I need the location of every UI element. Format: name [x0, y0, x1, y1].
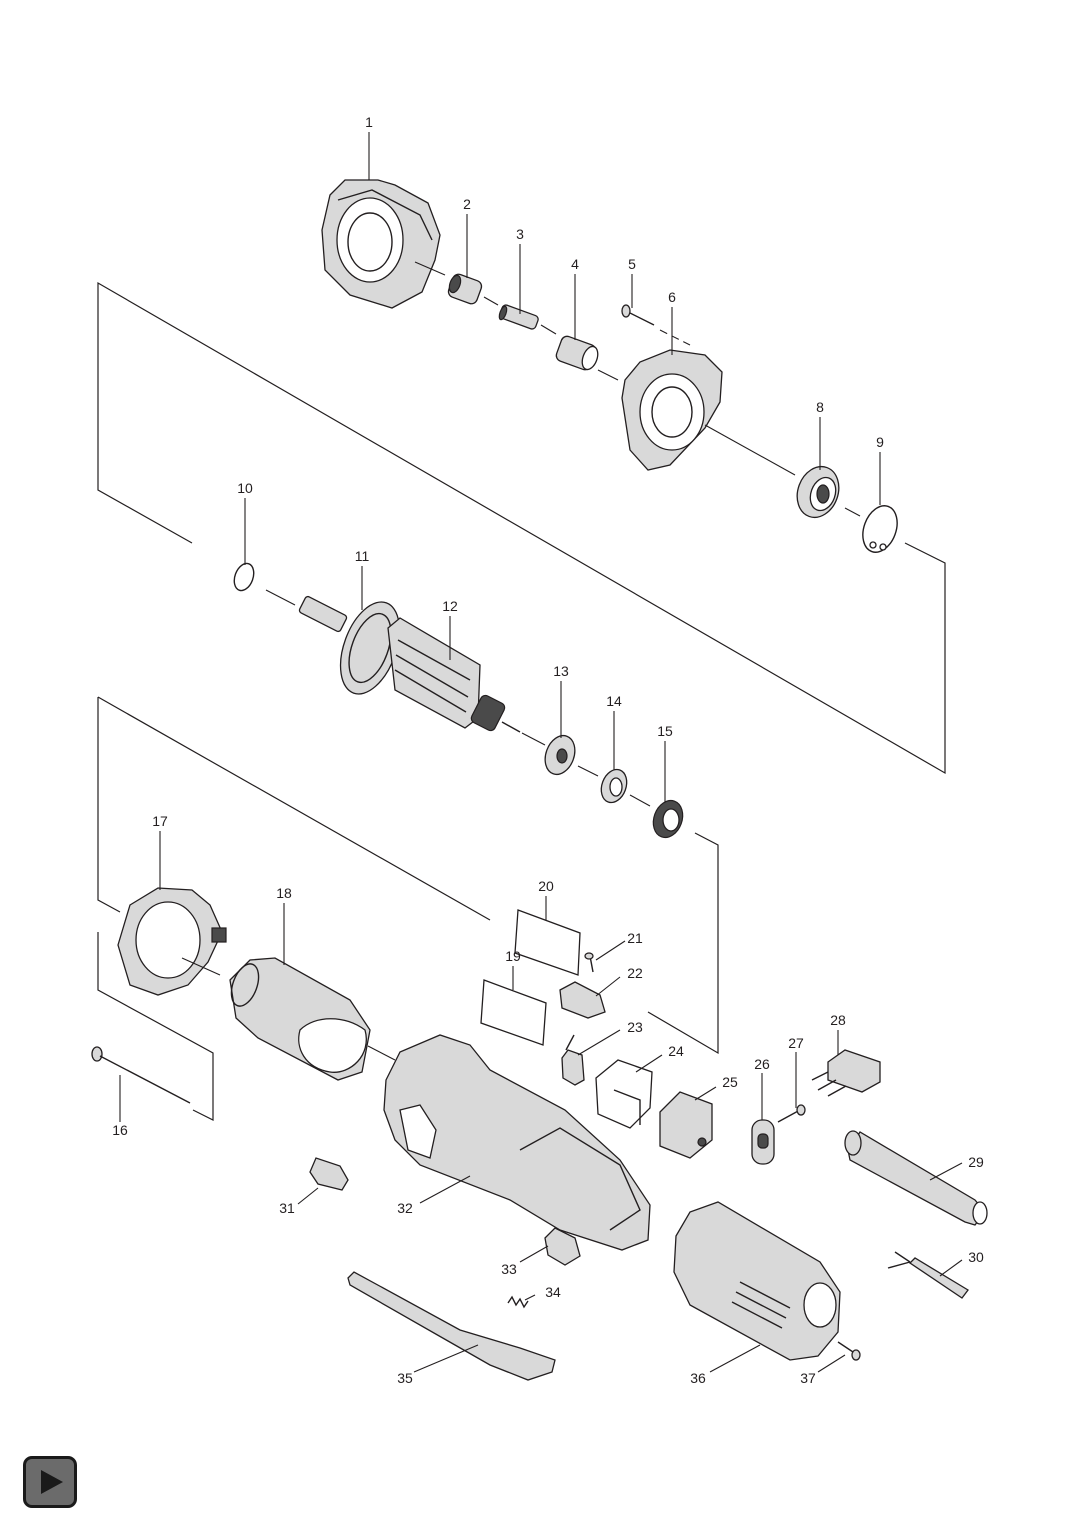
callout-29: 29	[968, 1154, 984, 1170]
part-1-gear-housing-cover	[321, 179, 441, 309]
callout-5: 5	[628, 256, 636, 272]
callout-26: 26	[754, 1056, 770, 1072]
callout-16: 16	[112, 1122, 128, 1138]
part-30-cord	[887, 1251, 969, 1299]
part-27-screw	[777, 1104, 806, 1123]
callout-10: 10	[237, 480, 253, 496]
part-2-bushing	[447, 273, 483, 305]
part-10-ring-spring	[233, 562, 255, 592]
part-20-label	[514, 909, 581, 976]
part-29-strain-relief-sleeve	[844, 1130, 988, 1226]
next-page-button[interactable]	[23, 1456, 77, 1508]
callout-1: 1	[365, 114, 373, 130]
callout-13: 13	[553, 663, 569, 679]
part-16-screw	[91, 1046, 191, 1104]
leader-lines	[119, 132, 963, 1373]
part-18-field	[229, 957, 371, 1081]
part-14-ball-bearing	[600, 768, 628, 804]
part-26-strain-relief	[751, 1119, 775, 1165]
part-34-spring	[507, 1295, 529, 1309]
part-9-retaining-ring	[862, 505, 898, 553]
callout-36: 36	[690, 1370, 706, 1386]
part-22-brush-holder	[559, 981, 606, 1019]
callout-11: 11	[355, 548, 370, 564]
assembly-guide-lines	[97, 281, 946, 1121]
callout-27: 27	[788, 1035, 804, 1051]
callout-labels: 1 2 3 4 5 6 8 9 10 11 12 13 14 15 16 17 …	[112, 114, 984, 1386]
callout-35: 35	[397, 1370, 413, 1386]
part-17-baffle-plate	[117, 887, 227, 996]
part-28-noise-suppressor	[811, 1049, 881, 1097]
part-32-motor-housing	[383, 1034, 651, 1251]
callout-19: 19	[505, 948, 521, 964]
part-37-screw	[837, 1341, 861, 1361]
callout-6: 6	[668, 289, 676, 305]
callout-33: 33	[501, 1261, 517, 1277]
callout-3: 3	[516, 226, 524, 242]
part-6-bearing-box	[621, 349, 723, 471]
callout-20: 20	[538, 878, 554, 894]
callout-23: 23	[627, 1019, 643, 1035]
callout-34: 34	[545, 1284, 561, 1300]
callout-4: 4	[571, 256, 579, 272]
part-36-rear-cover	[673, 1201, 841, 1361]
callout-2: 2	[463, 196, 471, 212]
callout-22: 22	[627, 965, 643, 981]
part-15-rubber-ring	[652, 799, 684, 839]
callout-17: 17	[152, 813, 168, 829]
part-19-label	[480, 979, 547, 1046]
part-23-brush	[561, 1034, 585, 1086]
part-35-switch-lever	[347, 1271, 556, 1381]
callout-37: 37	[800, 1370, 816, 1386]
part-4-sleeve	[555, 335, 599, 371]
part-13-insulation-washer	[544, 734, 576, 776]
callout-30: 30	[968, 1249, 984, 1265]
callout-25: 25	[722, 1074, 738, 1090]
callout-14: 14	[606, 693, 622, 709]
callout-15: 15	[657, 723, 673, 739]
part-24-switch-cover	[595, 1059, 653, 1129]
callout-12: 12	[442, 598, 458, 614]
part-8-ball-bearing	[796, 465, 840, 519]
part-33-brush-holder	[544, 1227, 581, 1266]
part-31-cap	[309, 1157, 349, 1191]
callout-31: 31	[279, 1200, 295, 1216]
part-5-screw	[621, 304, 655, 326]
part-25-switch	[659, 1091, 713, 1159]
callout-28: 28	[830, 1012, 846, 1028]
callout-9: 9	[876, 434, 884, 450]
part-3-collet	[498, 304, 539, 330]
callout-21: 21	[627, 930, 643, 946]
part-21-screw	[584, 952, 594, 973]
callout-32: 32	[397, 1200, 413, 1216]
play-icon	[41, 1470, 63, 1494]
part-11-12-armature	[298, 595, 521, 733]
callout-24: 24	[668, 1043, 684, 1059]
callout-8: 8	[816, 399, 824, 415]
centerline-1-2	[414, 261, 446, 276]
callout-18: 18	[276, 885, 292, 901]
